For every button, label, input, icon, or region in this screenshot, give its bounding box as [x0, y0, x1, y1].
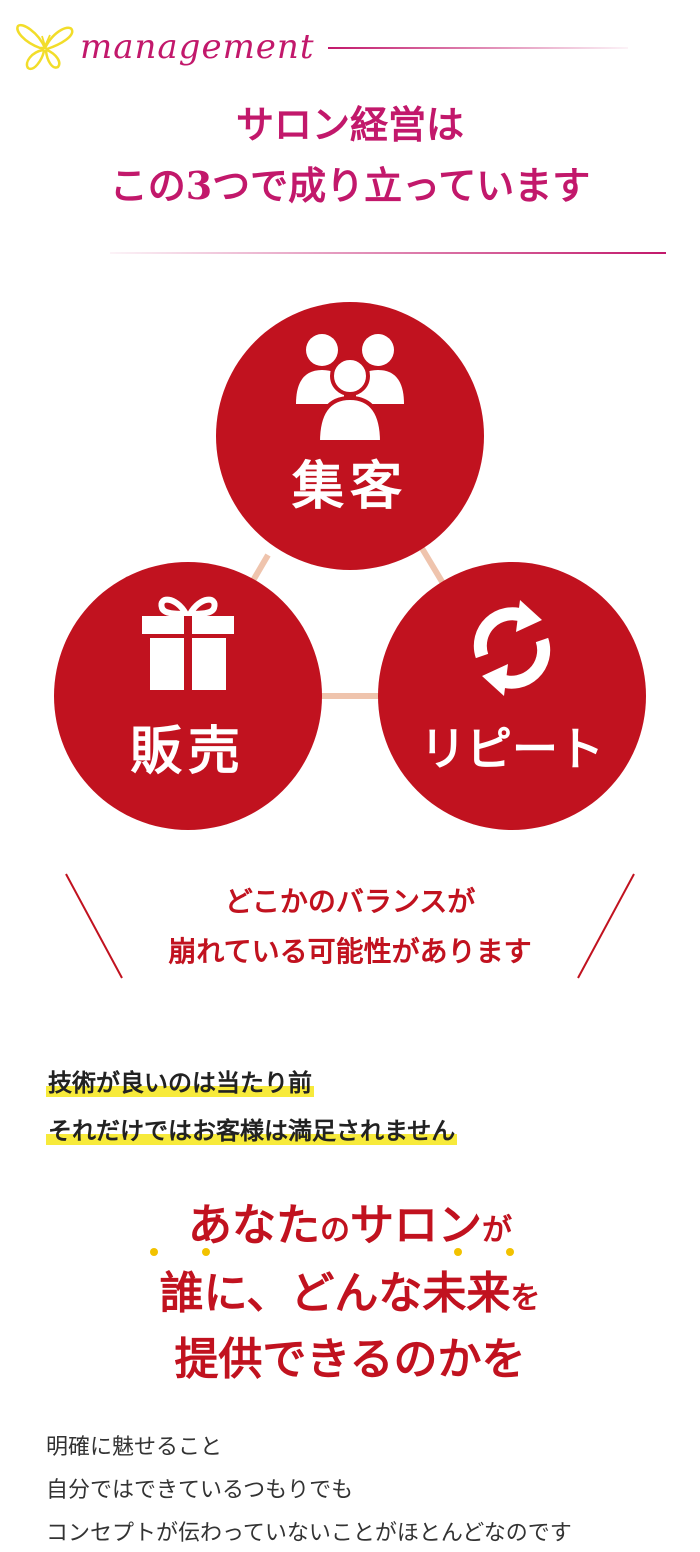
emphasis-dots: [0, 1248, 700, 1258]
message-wo: を: [510, 1281, 541, 1316]
emphasis-dot: [202, 1248, 210, 1256]
pillar-label-repeat: リピート: [420, 722, 604, 776]
body-line1: 明確に魅せること: [46, 1435, 223, 1460]
pillar-attract-customers: 集客: [216, 302, 484, 570]
balance-line1: どこかのバランスが: [224, 885, 476, 918]
emphasis-dot: [506, 1248, 514, 1256]
pillar-sales: 販売: [54, 562, 322, 830]
message-no: の: [320, 1213, 350, 1248]
eyebrow-divider: [328, 47, 628, 49]
pillar-label-sales: 販売: [129, 722, 246, 782]
message-who-future: 誰に、どんな未来: [159, 1268, 511, 1319]
body-line3: コンセプトが伝わっていないことがほとんどなのです: [46, 1521, 572, 1546]
emphasis-dot: [454, 1248, 462, 1256]
message-line3: 提供できるのかを: [0, 1330, 700, 1399]
pillar-label-attract: 集客: [291, 457, 408, 517]
section-title-line1: サロン経営は: [235, 102, 464, 147]
refresh-cycle-icon: [473, 600, 551, 696]
butterfly-icon: [16, 23, 74, 71]
balance-slashes: [65, 873, 635, 979]
message-you: あなた: [188, 1200, 320, 1251]
highlight-line1: 技術が良いのは当たり前: [46, 1066, 314, 1100]
message-provide: 提供できるのかを: [174, 1334, 526, 1385]
message-line1: あなたのサロンが: [0, 1198, 700, 1263]
highlight-text1: 技術が良いのは当たり前: [46, 1069, 314, 1097]
message-salon: サロン: [350, 1200, 482, 1251]
body-line2: 自分ではできているつもりでも: [46, 1478, 354, 1503]
emphasis-dot: [150, 1248, 158, 1256]
people-group-icon: [296, 334, 404, 442]
pillar-repeat: リピート: [378, 562, 646, 830]
balance-line2: 崩れている可能性があります: [168, 935, 532, 968]
gift-icon: [142, 596, 234, 690]
section-eyebrow: management: [80, 27, 315, 67]
message-ga: が: [482, 1213, 512, 1248]
title-divider: [110, 252, 666, 254]
highlight-line2: それだけではお客様は満足されません: [46, 1114, 458, 1148]
highlight-text2: それだけではお客様は満足されません: [46, 1117, 458, 1145]
section-title-line2: この3つで成り立っています: [109, 163, 591, 208]
message-line2: 誰に、どんな未来を: [0, 1262, 700, 1335]
